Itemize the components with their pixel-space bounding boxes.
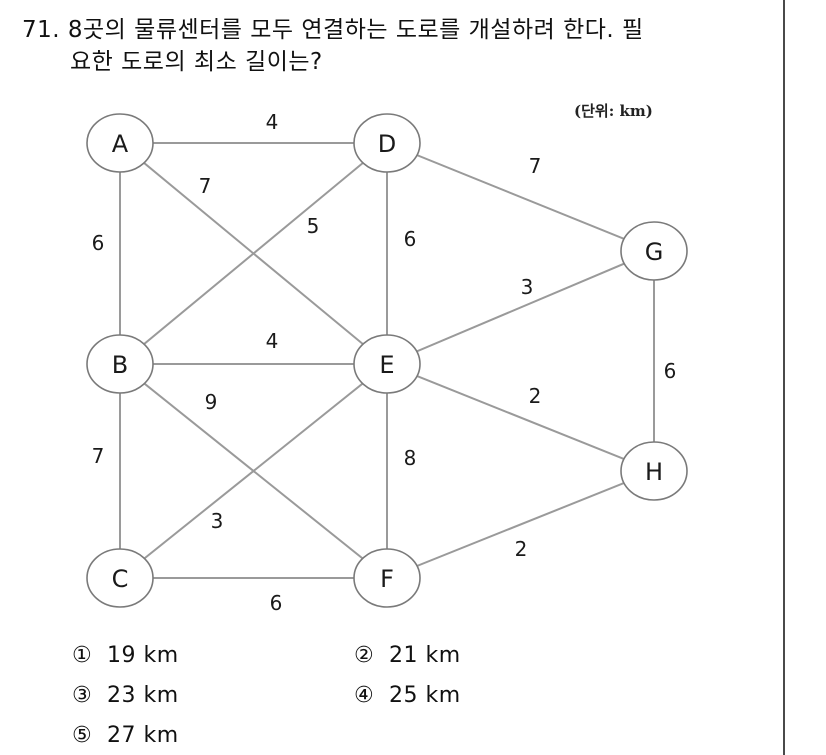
question-text: 71. 8곳의 물류센터를 모두 연결하는 도로를 개설하려 한다. 필 요한 … [22, 14, 762, 78]
choice-5-value: 27 km [107, 723, 179, 748]
node-circle-G [620, 221, 688, 281]
graph-nodes: A D G B E H C F [86, 113, 688, 608]
unit-note: (단위: km) [574, 102, 653, 120]
node-circle-A [86, 113, 154, 173]
edge-weight-C-F: 6 [270, 591, 283, 615]
edge-weights: 4 7 6 5 6 7 3 6 4 9 7 3 8 2 2 6 [92, 110, 677, 615]
choice-4-marker: ④ [354, 683, 374, 708]
edge-weight-H-F: 2 [515, 537, 528, 561]
edge-weight-A-E: 7 [199, 174, 212, 198]
node-label-C: C [112, 565, 129, 593]
edge-weight-B-E: 4 [266, 329, 279, 353]
choice-1-marker: ① [72, 643, 92, 668]
edge-D-G [386, 142, 655, 252]
node-circle-H [620, 441, 688, 501]
node-circle-C [86, 548, 154, 608]
edge-weight-D-G: 7 [529, 154, 542, 178]
page-column-divider [783, 0, 785, 755]
choice-4[interactable]: ④ 25 km [354, 680, 461, 712]
edge-weight-B-F: 9 [205, 390, 218, 414]
edge-weight-D-B: 5 [307, 214, 320, 238]
node-circle-E [353, 334, 421, 394]
node-B: B [86, 334, 154, 394]
choice-5[interactable]: ⑤ 27 km [72, 720, 179, 752]
node-circle-D [353, 113, 421, 173]
node-label-D: D [378, 130, 396, 158]
choice-4-value: 25 km [389, 683, 461, 708]
choice-1-value: 19 km [107, 643, 179, 668]
choice-5-marker: ⑤ [72, 723, 92, 748]
edge-E-G [386, 250, 655, 365]
choice-2[interactable]: ② 21 km [354, 640, 461, 672]
node-label-G: G [645, 238, 664, 266]
choice-3[interactable]: ③ 23 km [72, 680, 179, 712]
graph-edges [119, 142, 655, 579]
network-graph: 4 7 6 5 6 7 3 6 4 9 7 3 8 2 2 6 A D G B E H C F [86, 110, 688, 615]
choice-3-marker: ③ [72, 683, 92, 708]
edge-weight-C-E: 3 [211, 509, 224, 533]
edge-C-E [119, 363, 388, 579]
edge-weight-E-H: 2 [529, 384, 542, 408]
question-number: 71. [22, 17, 61, 43]
node-label-B: B [112, 351, 128, 379]
choice-2-value: 21 km [389, 643, 461, 668]
edge-weight-A-B: 6 [92, 231, 105, 255]
edge-weight-G-H: 6 [664, 359, 677, 383]
edge-H-F [386, 470, 655, 579]
edge-weight-A-D: 4 [266, 110, 279, 134]
choice-1[interactable]: ① 19 km [72, 640, 179, 672]
node-label-A: A [112, 130, 129, 158]
node-G: G [620, 221, 688, 281]
node-circle-B [86, 334, 154, 394]
question-line-1: 71. 8곳의 물류센터를 모두 연결하는 도로를 개설하려 한다. 필 [22, 14, 762, 46]
edge-D-B [119, 142, 388, 365]
node-C: C [86, 548, 154, 608]
choice-2-marker: ② [354, 643, 374, 668]
choice-3-value: 23 km [107, 683, 179, 708]
node-A: A [86, 113, 154, 173]
node-label-E: E [379, 351, 394, 379]
node-label-H: H [645, 458, 663, 486]
node-E: E [353, 334, 421, 394]
node-label-F: F [380, 565, 394, 593]
node-F: F [353, 548, 421, 608]
edge-E-H [386, 363, 655, 472]
node-D: D [353, 113, 421, 173]
edge-weight-D-E: 6 [404, 227, 417, 251]
node-H: H [620, 441, 688, 501]
edge-weight-E-G: 3 [521, 275, 534, 299]
question-stem-line2: 요한 도로의 최소 길이는? [70, 49, 323, 75]
question-stem-line1: 8곳의 물류센터를 모두 연결하는 도로를 개설하려 한다. 필 [67, 17, 644, 43]
edge-weight-B-C: 7 [92, 444, 105, 468]
node-circle-F [353, 548, 421, 608]
edge-weight-E-F: 8 [404, 446, 417, 470]
